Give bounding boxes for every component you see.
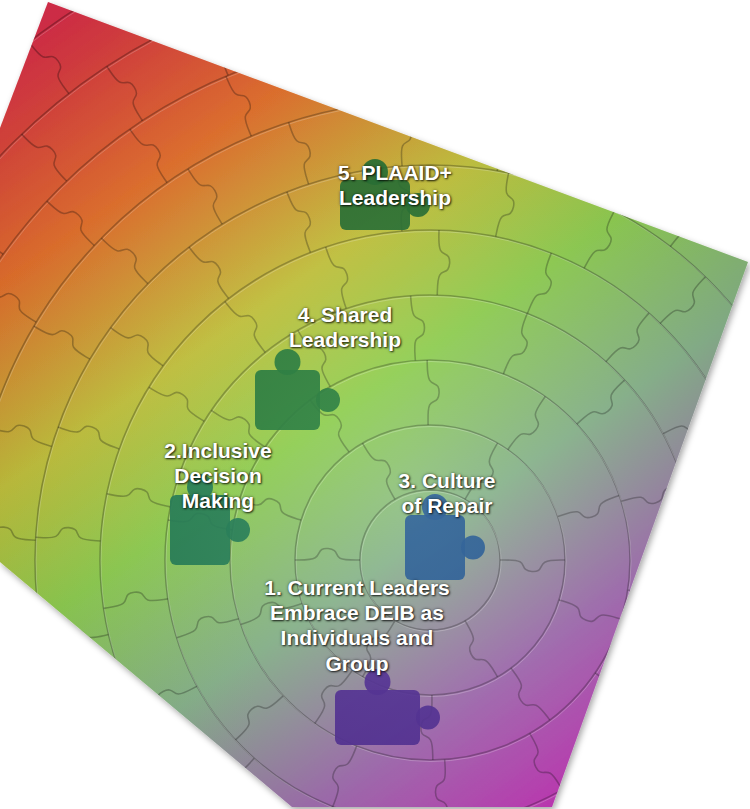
puzzle-seam: [628, 590, 692, 607]
puzzle-seam: [607, 5, 630, 66]
puzzle-seam: [708, 141, 747, 193]
step-label: 3. Culture of Repair: [388, 468, 506, 518]
puzzle-seam: [71, 807, 122, 809]
puzzle-seam: [623, 0, 645, 2]
puzzle-seam: [695, 51, 728, 107]
puzzle-seam: [690, 613, 750, 631]
puzzle-seam: [331, 44, 349, 108]
puzzle-seam: [712, 0, 743, 42]
puzzle-seam: [155, 797, 200, 809]
puzzle-seam: [692, 512, 750, 528]
puzzle-seam: [535, 49, 554, 112]
step-label: 5. PLAAID+ Leadership: [315, 160, 475, 210]
puzzle-seam: [86, 722, 143, 754]
puzzle-seam: [0, 630, 42, 648]
puzzle-seam: [439, 35, 451, 100]
step-label: 1. Current Leaders Embrace DEIB as Indiv…: [252, 575, 462, 676]
puzzle-seam: [625, 85, 653, 144]
puzzle-seam: [588, 139, 614, 199]
puzzle-seam: [13, 726, 72, 753]
puzzle-seam: [595, 768, 635, 809]
puzzle-seam: [697, 754, 750, 792]
puzzle-seam: [656, 699, 711, 733]
puzzle-seam: [595, 673, 649, 710]
step-label: 2.Inclusive Decision Making: [153, 438, 283, 514]
puzzle-seam: [497, 107, 514, 171]
puzzle-seam: [717, 366, 750, 398]
puzzle-seam: [219, 0, 241, 1]
puzzle-seam: [513, 0, 530, 42]
puzzle-seam: [0, 782, 27, 809]
puzzle-seam: [307, 0, 325, 47]
puzzle-seam: [415, 0, 427, 35]
step-label: 4. Shared Leadership: [283, 302, 408, 352]
puzzle-seam: [741, 671, 750, 694]
